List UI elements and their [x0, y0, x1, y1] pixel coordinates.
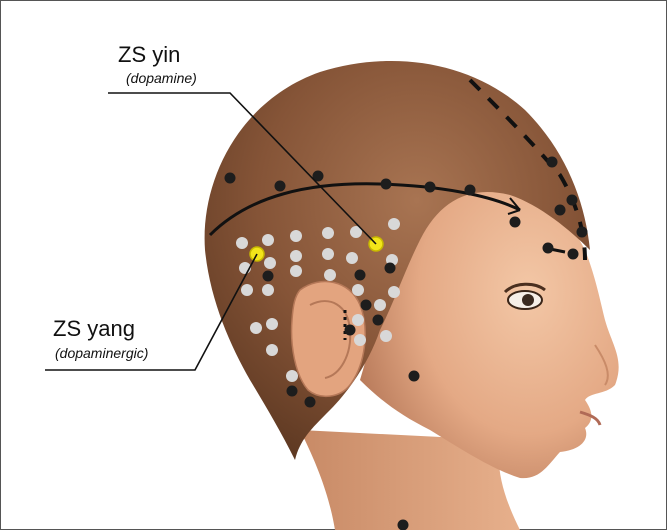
acupoint-dark — [577, 227, 588, 238]
acupoint-light — [290, 230, 302, 242]
acupoint-dark — [555, 205, 566, 216]
acupoint-light — [388, 218, 400, 230]
acupoint-dark — [567, 195, 578, 206]
acupoint-dark — [510, 217, 521, 228]
zs-yin-subtitle: (dopamine) — [126, 71, 197, 85]
acupoint-light — [352, 284, 364, 296]
acupoint-dark — [381, 179, 392, 190]
acupoint-dark — [305, 397, 316, 408]
acupoint-light — [354, 334, 366, 346]
acupoint-light — [374, 299, 386, 311]
acupoint-light — [262, 234, 274, 246]
acupoint-light — [266, 318, 278, 330]
acupoint-dark — [465, 185, 476, 196]
acupoint-light — [352, 314, 364, 326]
zs-yin-title: ZS yin — [118, 44, 180, 66]
acupoint-light — [380, 330, 392, 342]
acupoint-dark — [568, 249, 579, 260]
acupoint-dark — [287, 386, 298, 397]
acupoint-light — [286, 370, 298, 382]
acupoint-light — [290, 250, 302, 262]
acupoint-dark — [425, 182, 436, 193]
acupoint-light — [324, 269, 336, 281]
acupoint-light — [241, 284, 253, 296]
acupoint-light — [388, 286, 400, 298]
acupoint-dark — [345, 325, 356, 336]
acupoint-light — [290, 265, 302, 277]
acupoint-dark — [385, 263, 396, 274]
acupoint-dark — [275, 181, 286, 192]
acupoint-light — [236, 237, 248, 249]
acupoint-dark — [409, 371, 420, 382]
acupoint-dark — [398, 520, 409, 530]
acupoint-light — [264, 257, 276, 269]
acupoint-dark — [263, 271, 274, 282]
acupoint-dark — [361, 300, 372, 311]
acupoint-dark — [355, 270, 366, 281]
acupoint-light — [346, 252, 358, 264]
zs-yang-title: ZS yang — [53, 318, 135, 340]
acupoint-light — [266, 344, 278, 356]
acupoint-dark — [547, 157, 558, 168]
zs-yang-subtitle: (dopaminergic) — [55, 346, 148, 360]
acupoint-dark — [225, 173, 236, 184]
acupoint-light — [322, 227, 334, 239]
acupoint-dark — [373, 315, 384, 326]
acupoint-dark — [543, 243, 554, 254]
acupoint-light — [250, 322, 262, 334]
acupoint-light — [322, 248, 334, 260]
acupoint-light — [262, 284, 274, 296]
